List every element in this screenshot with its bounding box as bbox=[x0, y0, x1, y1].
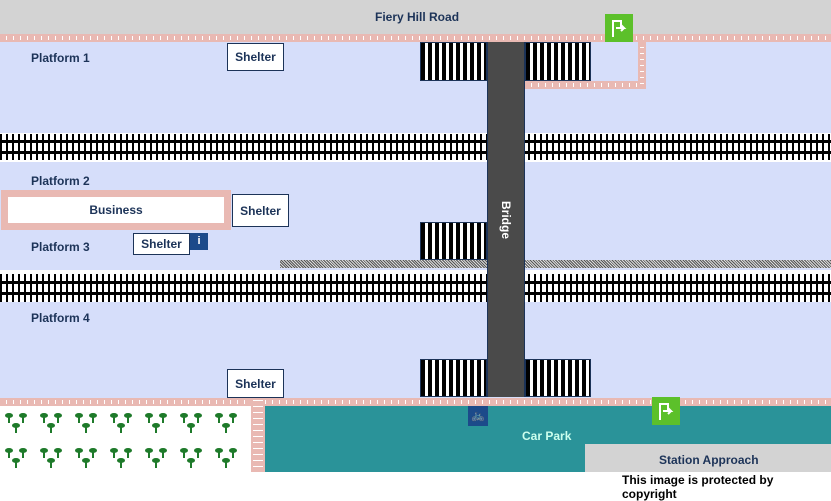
tree-icon bbox=[229, 448, 237, 458]
railway-track-2 bbox=[0, 274, 831, 302]
tree-icon bbox=[12, 423, 20, 433]
tree-icon bbox=[5, 413, 13, 423]
tree-icon bbox=[82, 458, 90, 468]
stairs-p4-east bbox=[525, 359, 591, 397]
tree-icon bbox=[75, 413, 83, 423]
tree-icon bbox=[19, 413, 27, 423]
stairs-p1-west bbox=[420, 42, 487, 81]
tree-icon bbox=[110, 448, 118, 458]
tree-icon bbox=[117, 423, 125, 433]
info-icon: i bbox=[190, 233, 208, 250]
road-label: Fiery Hill Road bbox=[375, 10, 460, 24]
tree-icon bbox=[180, 448, 188, 458]
boundary-wall-car-park bbox=[251, 398, 265, 472]
stairs-p2 bbox=[420, 222, 487, 260]
boundary-wall-top bbox=[0, 34, 831, 42]
shelter-p4: Shelter bbox=[227, 369, 284, 398]
tree-icon bbox=[19, 448, 27, 458]
tree-icon bbox=[229, 413, 237, 423]
business-label: Business bbox=[89, 203, 143, 217]
shelter-p1: Shelter bbox=[227, 43, 284, 71]
platform-3-label: Platform 3 bbox=[31, 240, 90, 254]
tree-icon bbox=[222, 423, 230, 433]
platform-1-label: Platform 1 bbox=[31, 51, 90, 65]
tree-icon bbox=[187, 458, 195, 468]
tree-icon bbox=[124, 413, 132, 423]
copyright-notice: This image is protected by copyright bbox=[622, 473, 774, 501]
exit-sign-icon bbox=[605, 14, 633, 42]
tree-icon bbox=[117, 458, 125, 468]
platform-2-label: Platform 2 bbox=[31, 174, 90, 188]
shelter-p2: Shelter bbox=[232, 194, 289, 227]
tree-icon bbox=[159, 413, 167, 423]
tree-icon bbox=[40, 413, 48, 423]
platform-4 bbox=[0, 302, 831, 398]
path-wall-vertical bbox=[638, 42, 646, 89]
tree-icon bbox=[82, 423, 90, 433]
tree-icon bbox=[194, 448, 202, 458]
car-park-label: Car Park bbox=[522, 429, 572, 443]
exit-sign-icon bbox=[652, 397, 680, 425]
bridge-label: Bridge bbox=[499, 200, 513, 240]
tree-icon bbox=[222, 458, 230, 468]
tree-icon bbox=[145, 448, 153, 458]
tree-icon bbox=[54, 413, 62, 423]
tree-icon bbox=[145, 413, 153, 423]
tree-icon bbox=[75, 448, 83, 458]
tree-icon bbox=[54, 448, 62, 458]
tree-icon bbox=[12, 458, 20, 468]
tree-icon bbox=[89, 413, 97, 423]
footbridge bbox=[487, 42, 525, 397]
tree-icon bbox=[215, 413, 223, 423]
tree-icon bbox=[47, 423, 55, 433]
tree-icon bbox=[215, 448, 223, 458]
tree-icon bbox=[152, 458, 160, 468]
tree-icon bbox=[110, 413, 118, 423]
platform-4-label: Platform 4 bbox=[31, 311, 90, 325]
path-wall bbox=[525, 81, 643, 89]
shelter-p3: Shelter bbox=[133, 233, 190, 255]
tree-icon bbox=[180, 413, 188, 423]
trees-area: (function(){var c=document.currentScript… bbox=[0, 406, 251, 472]
business-area: Business bbox=[1, 190, 231, 230]
tree-icon bbox=[47, 458, 55, 468]
bicycle-icon: 🚲 bbox=[468, 406, 488, 426]
boundary-wall-bottom bbox=[0, 398, 831, 406]
tree-icon bbox=[194, 413, 202, 423]
platform-1 bbox=[0, 42, 831, 133]
railway-track-1 bbox=[0, 134, 831, 160]
tree-icon bbox=[40, 448, 48, 458]
tree-icon bbox=[159, 448, 167, 458]
platform-edge-hatch bbox=[280, 260, 831, 268]
tree-icon bbox=[89, 448, 97, 458]
station-approach bbox=[585, 444, 831, 472]
tree-icon bbox=[187, 423, 195, 433]
fiery-hill-road bbox=[0, 0, 831, 35]
stairs-p1-east bbox=[525, 42, 591, 81]
stairs-p4-west bbox=[420, 359, 487, 397]
tree-icon bbox=[124, 448, 132, 458]
tree-icon bbox=[152, 423, 160, 433]
tree-icon bbox=[5, 448, 13, 458]
station-approach-label: Station Approach bbox=[659, 453, 759, 467]
